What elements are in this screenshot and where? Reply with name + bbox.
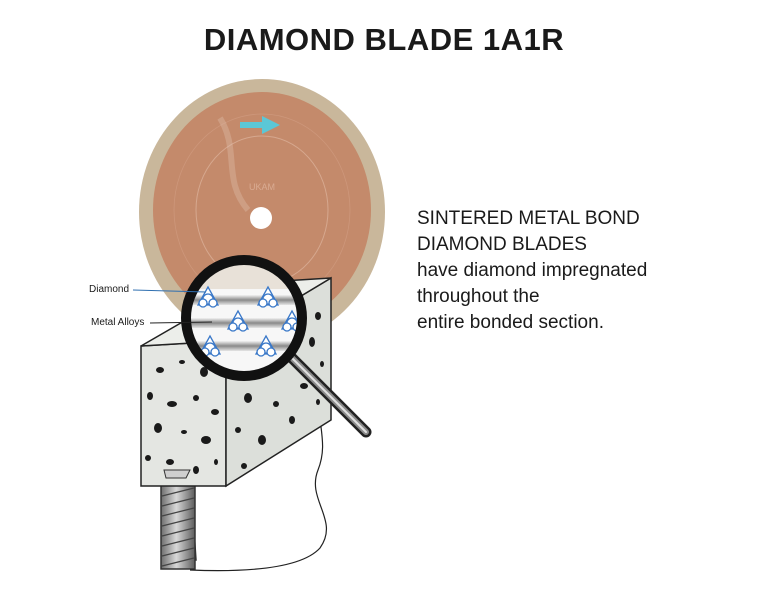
magnifier-ring	[181, 255, 307, 381]
magnifier-lens	[188, 262, 300, 374]
description-line: entire bonded section.	[417, 312, 604, 333]
diamond-leader	[132, 289, 207, 293]
diamond-callout: Diamond	[89, 284, 130, 295]
description-line: DIAMOND BLADES	[417, 234, 587, 255]
description: SINTERED METAL BOND DIAMOND BLADES have …	[417, 206, 747, 336]
description-line: have diamond impregnated	[417, 260, 648, 281]
description-line: throughout the	[417, 286, 540, 307]
blade-brand: UKAM	[249, 182, 275, 192]
page-title: DIAMOND BLADE 1A1R	[203, 22, 565, 57]
mount-shaft	[160, 469, 197, 570]
rotation-arrow-icon	[240, 116, 280, 134]
metal-alloys-leader	[149, 321, 213, 324]
arbor-hole	[250, 207, 272, 229]
metal-alloys-callout: Metal Alloys	[91, 317, 145, 328]
description-line: SINTERED METAL BOND	[417, 208, 640, 229]
support-outline	[189, 379, 327, 572]
